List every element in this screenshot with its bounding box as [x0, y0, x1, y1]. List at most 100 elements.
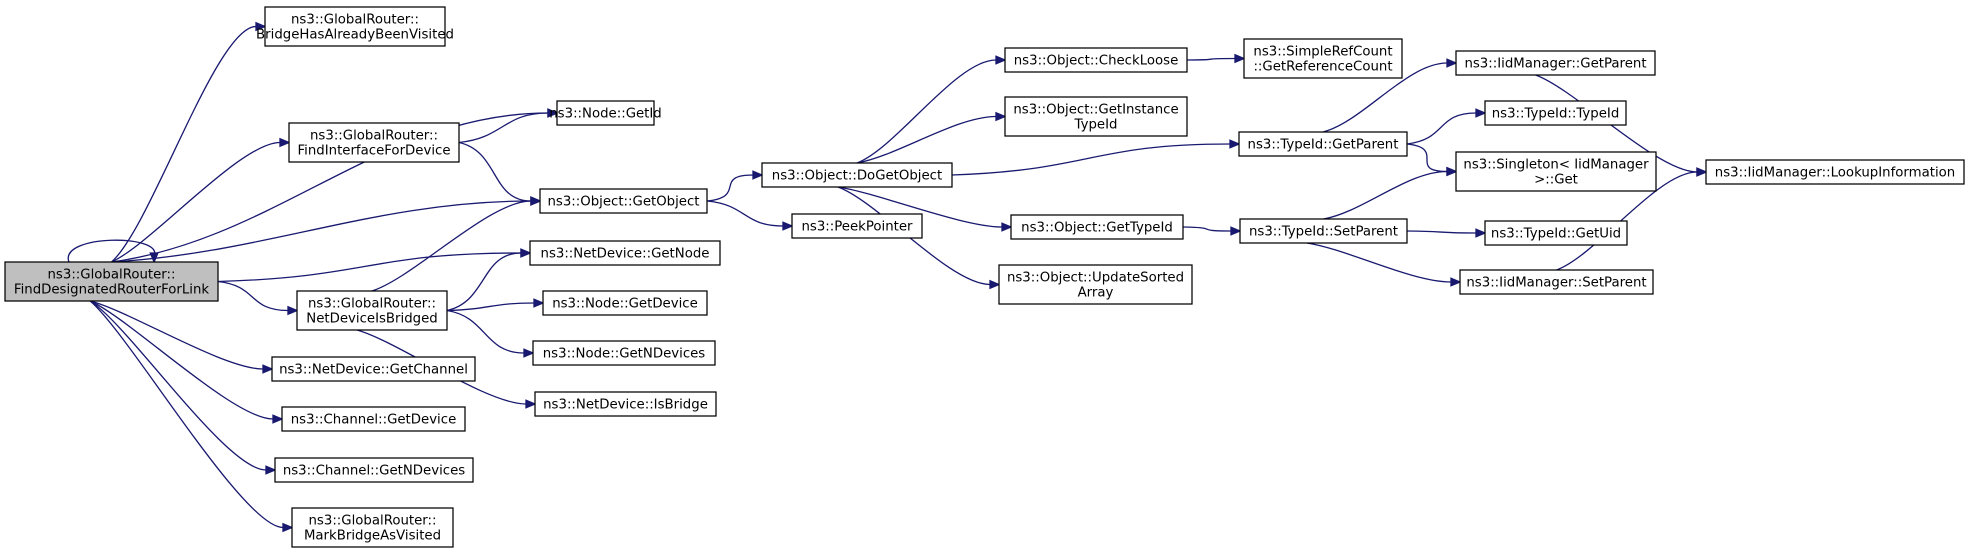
node-box: [998, 264, 1193, 305]
node-label: ns3::Node::GetId: [549, 107, 662, 122]
function-node[interactable]: ns3::GlobalRouter::MarkBridgeAsVisited: [291, 507, 454, 548]
function-node[interactable]: ns3::NetDevice::GetChannel: [271, 356, 476, 382]
edge-line: [1556, 171, 1698, 271]
node-box: [542, 290, 708, 316]
edge-line: [856, 59, 997, 164]
function-node[interactable]: ns3::TypeId::GetUid: [1484, 220, 1628, 246]
function-node[interactable]: ns3::TypeId::SetParent: [1239, 218, 1408, 244]
function-node[interactable]: ns3::Node::GetNDevices: [532, 340, 716, 366]
arrowhead-icon: [1450, 277, 1462, 287]
arrowhead-icon: [995, 111, 1007, 122]
edge-line: [111, 200, 532, 263]
edge-n22-to-n27: [1306, 242, 1462, 287]
node-box: [1004, 47, 1188, 73]
edge-n18-to-n22: [1182, 226, 1242, 236]
arrowhead-icon: [1234, 53, 1246, 64]
arrowhead-icon: [523, 348, 535, 358]
edge-n0-to-n9: [89, 300, 277, 475]
function-node[interactable]: ns3::GlobalRouter::FindInterfaceForDevic…: [288, 122, 460, 163]
root-function-node[interactable]: ns3::GlobalRouter::FindDesignatedRouterF…: [4, 261, 219, 302]
function-node[interactable]: ns3::Node::GetDevice: [542, 290, 708, 316]
node-label: ns3::Object::GetObject: [547, 195, 699, 210]
node-label: ns3::TypeId::GetUid: [1491, 227, 1621, 242]
node-box: [532, 340, 716, 366]
node-label: >::Get: [1534, 173, 1578, 188]
function-node[interactable]: ns3::Object::DoGetObject: [761, 162, 953, 188]
node-label: MarkBridgeAsVisited: [304, 529, 441, 544]
edge-n4-to-n14: [706, 170, 764, 202]
edge-n22-to-n26: [1406, 228, 1487, 238]
node-label: ns3::TypeId::TypeId: [1492, 107, 1620, 122]
function-node[interactable]: ns3::IidManager::SetParent: [1459, 269, 1654, 295]
edge-n6-to-n12: [446, 309, 535, 358]
node-box: [1455, 50, 1656, 76]
function-node[interactable]: ns3::SimpleRefCount::GetReferenceCount: [1243, 38, 1403, 79]
function-node[interactable]: ns3::Singleton< IidManager >::Get: [1455, 151, 1657, 192]
function-node[interactable]: ns3::NetDevice::GetNode: [529, 240, 721, 266]
node-box: [1004, 96, 1188, 137]
function-node[interactable]: ns3::GlobalRouter::NetDeviceIsBridged: [296, 290, 448, 331]
edge-n0-to-n8: [89, 300, 284, 424]
node-label: ns3::GlobalRouter::: [308, 297, 436, 312]
node-label: ns3::NetDevice::GetChannel: [279, 363, 468, 378]
edge-line: [217, 280, 289, 312]
edge-n27-to-n28: [1556, 167, 1708, 271]
edge-n0-to-n6: [217, 280, 299, 316]
node-label: ns3::GlobalRouter::: [291, 13, 419, 28]
function-node[interactable]: ns3::TypeId::GetParent: [1238, 131, 1408, 157]
arrowhead-icon: [995, 55, 1007, 65]
node-label: ns3::GlobalRouter::: [309, 514, 437, 529]
function-node[interactable]: ns3::IidManager::GetParent: [1455, 50, 1656, 76]
function-node[interactable]: ns3::Object::GetTypeId: [1010, 214, 1184, 240]
node-label: ns3::IidManager::SetParent: [1466, 276, 1646, 291]
edge-line: [706, 174, 754, 202]
function-node[interactable]: ns3::Channel::GetDevice: [281, 406, 466, 432]
arrowhead-icon: [547, 108, 559, 118]
function-node[interactable]: ns3::Node::GetId: [549, 100, 662, 126]
function-node[interactable]: ns3::GlobalRouter::BridgeHasAlreadyBeenV…: [256, 6, 454, 47]
edge-n6-to-n5: [446, 248, 532, 312]
node-label: ns3::GlobalRouter::: [310, 129, 438, 144]
edge-line: [111, 25, 257, 263]
node-label: ns3::SimpleRefCount: [1253, 45, 1392, 60]
arrowhead-icon: [520, 248, 532, 258]
edge-n0-to-n10: [89, 300, 294, 533]
node-box: [529, 240, 721, 266]
edge-n0-to-n4: [111, 196, 542, 263]
arrowhead-icon: [1230, 226, 1242, 236]
edge-line: [1322, 62, 1448, 133]
node-box: [791, 213, 923, 239]
edge-line: [446, 309, 525, 354]
function-node[interactable]: ns3::Object::GetObject: [539, 188, 708, 214]
function-node[interactable]: ns3::PeekPointer: [791, 213, 923, 239]
edge-line: [1182, 226, 1232, 232]
arrowhead-icon: [272, 414, 284, 424]
arrowhead-icon: [1475, 228, 1487, 238]
function-node[interactable]: ns3::Channel::GetNDevices: [274, 457, 474, 483]
edge-line: [1186, 57, 1236, 61]
function-node[interactable]: ns3::NetDevice::IsBridge: [534, 391, 717, 417]
edge-line: [371, 200, 532, 292]
edge-line: [446, 252, 522, 312]
edge-n3-to-n2: [458, 108, 559, 144]
edge-line: [1406, 143, 1448, 173]
node-box: [1459, 269, 1654, 295]
node-label: ns3::Node::GetNDevices: [543, 347, 706, 362]
node-label: ns3::Channel::GetNDevices: [283, 464, 465, 479]
edge-n0-to-n1: [111, 21, 267, 263]
function-node[interactable]: ns3::Object::CheckLoose: [1004, 47, 1188, 73]
node-label: ::GetReferenceCount: [1253, 60, 1392, 75]
edge-line: [1406, 230, 1477, 234]
arrowhead-icon: [525, 399, 537, 409]
function-node[interactable]: ns3::IidManager::LookupInformation: [1705, 159, 1965, 185]
arrowhead-icon: [282, 522, 294, 533]
node-label: ns3::Object::GetInstance: [1013, 103, 1178, 118]
node-label: ns3::TypeId::SetParent: [1249, 225, 1398, 240]
edge-line: [67, 239, 156, 263]
node-box: [1243, 38, 1403, 79]
function-node[interactable]: ns3::TypeId::TypeId: [1484, 100, 1627, 126]
edge-n3-to-n4: [458, 141, 542, 206]
